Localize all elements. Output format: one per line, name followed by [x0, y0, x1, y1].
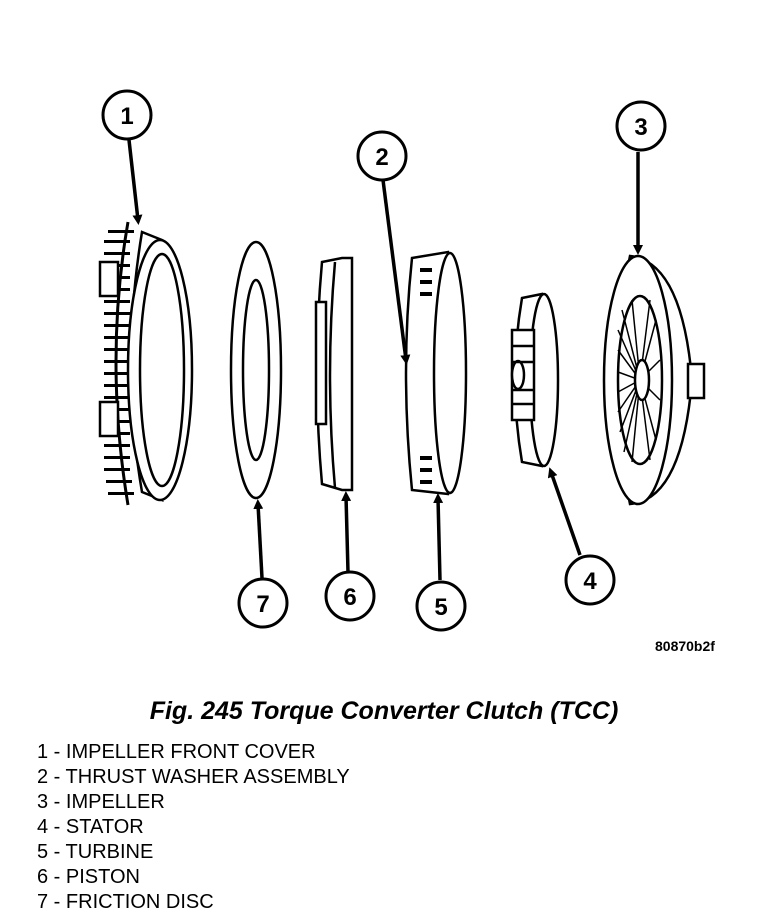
arrow-5	[433, 493, 444, 581]
callout-4: 4	[564, 554, 616, 606]
figure-caption: Fig. 245 Torque Converter Clutch (TCC)	[149, 697, 619, 725]
callout-1: 1	[101, 89, 153, 141]
legend-number: 3	[37, 791, 49, 813]
impeller-front-cover-part	[98, 221, 194, 506]
callout-3-label: 3	[634, 114, 647, 141]
callout-7-label: 7	[256, 591, 269, 618]
arrow-1	[127, 139, 143, 225]
callout-3: 3	[615, 100, 667, 152]
legend-item: 2 - THRUST WASHER ASSEMBLY	[37, 766, 350, 788]
parts-legend: 1 - IMPELLER FRONT COVER 2 - THRUST WASH…	[37, 740, 350, 915]
turbine-part	[404, 250, 468, 496]
legend-label: TURBINE	[65, 841, 154, 863]
callout-6: 6	[324, 570, 376, 622]
leader-arrows	[127, 139, 643, 581]
exploded-view-diagram: 1 2 3 4 5 6 7	[98, 89, 706, 632]
legend-item: 3 - IMPELLER	[37, 791, 165, 813]
callout-2: 2	[356, 130, 408, 182]
stator-part	[510, 292, 560, 468]
legend-number: 5	[37, 841, 49, 863]
arrow-2	[381, 179, 411, 365]
callout-1-label: 1	[120, 103, 133, 130]
arrow-6	[341, 491, 352, 573]
legend-number: 2	[37, 766, 49, 788]
arrow-4	[547, 467, 582, 556]
figure-code: 80870b2f	[655, 638, 715, 654]
legend-item: 1 - IMPELLER FRONT COVER	[37, 741, 316, 763]
piston-part	[314, 256, 354, 492]
legend-label: THRUST WASHER ASSEMBLY	[65, 766, 350, 788]
callout-5: 5	[415, 580, 467, 632]
legend-number: 6	[37, 866, 49, 888]
legend-label: IMPELLER	[65, 791, 165, 813]
legend-number: 1	[37, 741, 49, 763]
turbine-blades	[420, 268, 432, 484]
legend-item: 7 - FRICTION DISC	[37, 891, 214, 913]
arrow-7	[253, 499, 264, 579]
legend-label: STATOR	[65, 816, 144, 838]
friction-disc-part	[229, 240, 283, 500]
legend-label: FRICTION DISC	[65, 891, 214, 913]
legend-number: 4	[37, 816, 49, 838]
callout-7: 7	[237, 577, 289, 629]
legend-item: 5 - TURBINE	[37, 841, 154, 863]
callout-5-label: 5	[434, 594, 447, 621]
legend-item: 6 - PISTON	[37, 866, 140, 888]
impeller-part	[602, 254, 706, 506]
legend-label: IMPELLER FRONT COVER	[65, 741, 316, 763]
legend-number: 7	[37, 891, 49, 913]
callout-6-label: 6	[343, 584, 356, 611]
callout-2-label: 2	[375, 144, 388, 171]
callout-4-label: 4	[583, 568, 597, 595]
legend-item: 4 - STATOR	[37, 816, 144, 838]
legend-label: PISTON	[65, 866, 140, 888]
